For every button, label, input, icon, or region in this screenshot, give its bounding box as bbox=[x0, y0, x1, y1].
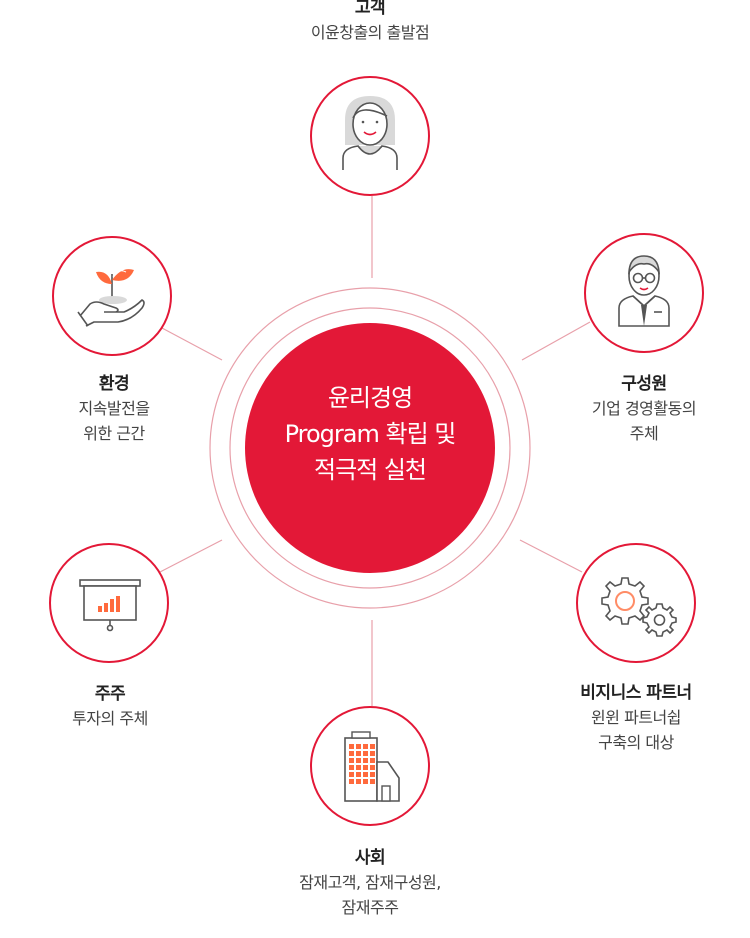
customer-desc-line-1: 이윤창출의 출발점 bbox=[310, 23, 430, 42]
label-environment: 환경 지속발전을 위한 근간 bbox=[0, 372, 234, 446]
partner-desc: 윈윈 파트너쉽 구축의 대상 bbox=[516, 705, 750, 755]
environment-desc: 지속발전을 위한 근간 bbox=[0, 396, 234, 446]
center-core bbox=[245, 323, 495, 573]
node-society bbox=[310, 706, 430, 826]
center-heading: 윤리경영 Program 확립 및 적극적 실천 bbox=[245, 380, 495, 488]
node-partner bbox=[576, 543, 696, 663]
label-society: 사회 잠재고객, 잠재구성원, 잠재주주 bbox=[250, 846, 490, 920]
label-partner: 비지니스 파트너 윈윈 파트너쉽 구축의 대상 bbox=[516, 681, 750, 755]
environment-desc-line-2: 위한 근간 bbox=[83, 424, 145, 443]
connector-shareholder bbox=[159, 539, 223, 573]
presentation-chart-icon bbox=[79, 579, 141, 632]
society-desc-line-2: 잠재주주 bbox=[341, 898, 399, 917]
customer-title: 고객 bbox=[354, 0, 386, 18]
society-desc: 잠재고객, 잠재구성원, 잠재주주 bbox=[250, 870, 490, 920]
outer-ring bbox=[209, 287, 531, 609]
label-shareholder: 주주 투자의 주체 bbox=[0, 682, 230, 731]
employee-desc-line-1: 기업 경영활동의 bbox=[591, 399, 697, 418]
gears-icon bbox=[601, 577, 677, 637]
employee-desc: 기업 경영활동의 주체 bbox=[524, 396, 750, 446]
connector-employee bbox=[521, 321, 591, 361]
node-employee bbox=[584, 233, 704, 353]
center-line-1: 윤리경영 bbox=[327, 384, 413, 412]
hand-sprout-icon bbox=[77, 269, 145, 327]
partner-desc-line-1: 윈윈 파트너쉽 bbox=[591, 708, 681, 727]
partner-title: 비지니스 파트너 bbox=[580, 683, 692, 703]
node-shareholder bbox=[49, 543, 169, 663]
partner-desc-line-2: 구축의 대상 bbox=[598, 733, 674, 752]
center-line-3: 적극적 실천 bbox=[313, 456, 427, 484]
label-employee: 구성원 기업 경영활동의 주체 bbox=[524, 372, 750, 446]
node-environment bbox=[52, 236, 172, 356]
connector-partner bbox=[519, 539, 583, 573]
inner-ring bbox=[229, 307, 511, 589]
customer-woman-icon bbox=[342, 96, 398, 170]
building-icon bbox=[344, 731, 400, 802]
center-line-2: Program 확립 및 bbox=[284, 420, 457, 448]
shareholder-title: 주주 bbox=[94, 684, 126, 704]
society-desc-line-1: 잠재고객, 잠재구성원, bbox=[299, 873, 441, 892]
label-customer: 고객 이윤창출의 출발점 bbox=[250, 0, 490, 45]
employee-man-icon bbox=[618, 255, 670, 327]
shareholder-desc-line-1: 투자의 주체 bbox=[72, 709, 148, 728]
employee-desc-line-2: 주체 bbox=[629, 424, 659, 443]
environment-desc-line-1: 지속발전을 bbox=[78, 399, 150, 418]
shareholder-desc: 투자의 주체 bbox=[0, 706, 230, 731]
environment-title: 환경 bbox=[98, 374, 130, 394]
node-customer bbox=[310, 76, 430, 196]
society-title: 사회 bbox=[354, 848, 386, 868]
connector-environment bbox=[161, 327, 223, 361]
customer-desc: 이윤창출의 출발점 bbox=[250, 20, 490, 45]
employee-title: 구성원 bbox=[621, 374, 667, 394]
